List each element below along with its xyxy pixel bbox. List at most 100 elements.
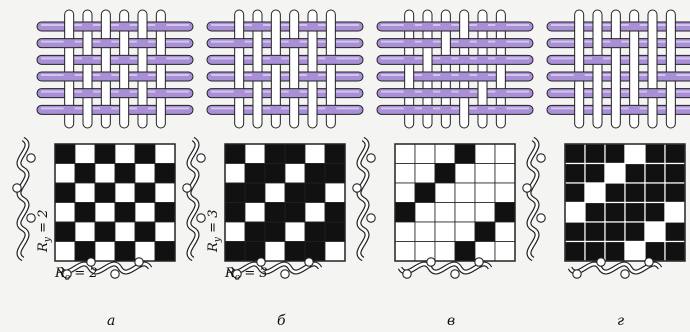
weft-over-segment	[155, 89, 166, 98]
grid-cell	[155, 164, 175, 184]
warp-repeat-label: Rу = 3	[206, 210, 223, 253]
warp-thread	[575, 10, 584, 128]
grid-cell	[325, 242, 345, 262]
weft-over-segment	[574, 72, 585, 81]
grid-cell	[665, 164, 685, 184]
grid-cell	[455, 183, 475, 203]
grid-cell	[75, 164, 95, 184]
grid-cell	[455, 203, 475, 223]
warp-dot	[367, 214, 375, 222]
grid-cell	[565, 242, 585, 262]
grid-cell	[415, 164, 435, 184]
weft-over-segment	[422, 89, 433, 98]
warp-dot	[27, 154, 35, 162]
grid-cell	[325, 222, 345, 242]
grid-cell	[605, 144, 625, 164]
panel-label: б	[277, 313, 286, 329]
grid-cell	[435, 242, 455, 262]
grid-cell	[245, 144, 265, 164]
weft-over-segment	[82, 55, 93, 64]
weft-thread	[377, 72, 533, 81]
grid-cell	[395, 222, 415, 242]
grid-cell	[225, 222, 245, 242]
weft-over-segment	[459, 55, 470, 64]
weft-over-segment	[477, 55, 488, 64]
weft-thread	[37, 55, 193, 64]
warp-dot	[13, 184, 21, 192]
weft-over-segment	[495, 105, 506, 114]
panel-label: в	[447, 313, 455, 329]
weft-over-segment	[647, 89, 658, 98]
weft-dot	[597, 258, 605, 266]
grid-cell	[115, 222, 135, 242]
weft-over-segment	[422, 22, 433, 31]
warp-thread	[611, 10, 620, 128]
grid-cell	[225, 144, 245, 164]
weft-over-segment	[440, 22, 451, 31]
weft-over-segment	[64, 39, 75, 48]
weft-over-segment	[629, 105, 640, 114]
weft-thread	[377, 39, 533, 48]
weft-over-segment	[629, 22, 640, 31]
interlacing-illustration	[37, 10, 193, 128]
weft-dot	[427, 258, 435, 266]
grid-cell	[135, 183, 155, 203]
grid-cell	[565, 222, 585, 242]
grid-cell	[55, 203, 75, 223]
weft-thread	[37, 72, 193, 81]
grid-cell	[305, 183, 325, 203]
weft-thread	[377, 89, 533, 98]
weft-over-segment	[404, 22, 415, 31]
grid-cell	[285, 203, 305, 223]
grid-cell	[435, 203, 455, 223]
weft-thread	[377, 105, 533, 114]
panel-v: в	[353, 10, 533, 329]
grid-cell	[395, 164, 415, 184]
weft-over-segment	[440, 105, 451, 114]
grid-cell	[435, 164, 455, 184]
grid-cell	[415, 222, 435, 242]
grid-cell	[495, 242, 515, 262]
weft-over-segment	[325, 105, 336, 114]
grid-cell	[245, 203, 265, 223]
weave-grid	[565, 144, 685, 261]
grid-cell	[645, 222, 665, 242]
weft-dot	[573, 270, 581, 278]
grid-cell	[415, 203, 435, 223]
weft-over-segment	[422, 39, 433, 48]
grid-cell	[305, 144, 325, 164]
grid-cell	[325, 183, 345, 203]
weft-cross-section	[353, 139, 375, 259]
weft-dot	[135, 258, 143, 266]
grid-cell	[475, 183, 495, 203]
weft-over-segment	[119, 89, 130, 98]
weft-thread	[377, 22, 533, 31]
grid-cell	[625, 203, 645, 223]
warp-thread	[460, 10, 469, 128]
grid-cell	[605, 203, 625, 223]
grid-cell	[495, 164, 515, 184]
grid-cell	[475, 144, 495, 164]
weft-over-segment	[307, 22, 318, 31]
grid-cell	[665, 183, 685, 203]
grid-cell	[135, 144, 155, 164]
warp-dot	[537, 154, 545, 162]
warp-dot	[27, 214, 35, 222]
warp-dot	[353, 184, 361, 192]
grid-cell	[585, 183, 605, 203]
grid-cell	[665, 144, 685, 164]
weft-over-segment	[495, 55, 506, 64]
grid-cell	[585, 222, 605, 242]
weft-over-segment	[325, 55, 336, 64]
grid-cell	[645, 183, 665, 203]
grid-cell	[435, 144, 455, 164]
grid-cell	[155, 203, 175, 223]
grid-cell	[585, 144, 605, 164]
grid-cell	[395, 242, 415, 262]
weft-thread	[37, 105, 193, 114]
grid-cell	[115, 242, 135, 262]
weft-over-segment	[137, 72, 148, 81]
weave-grid	[225, 144, 345, 261]
grid-cell	[645, 164, 665, 184]
grid-cell	[285, 144, 305, 164]
